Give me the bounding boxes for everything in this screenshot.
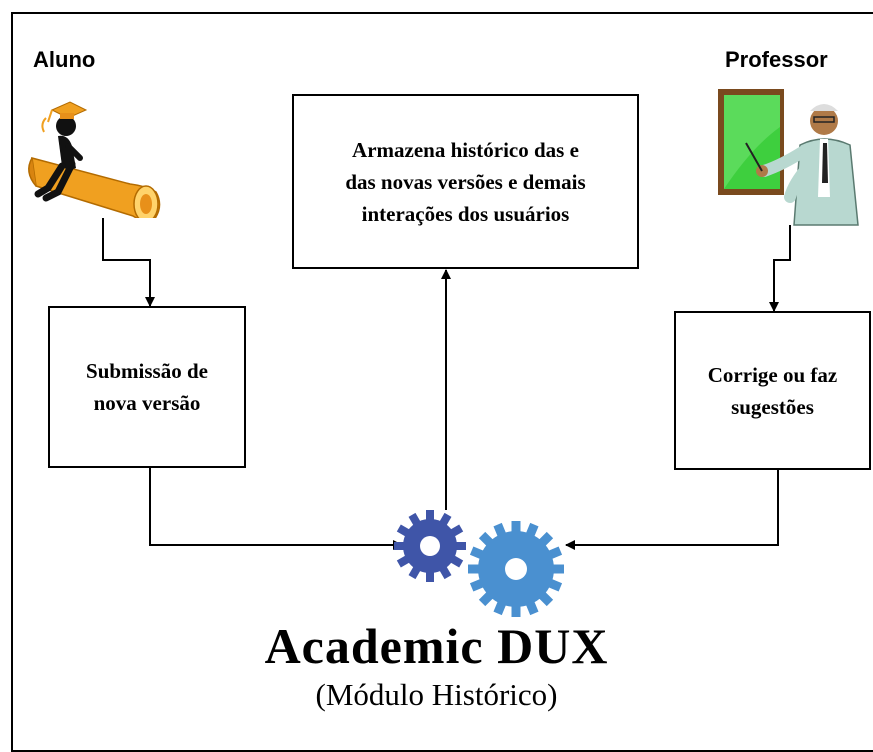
system-title: Academic DUX xyxy=(264,618,609,674)
gear-tooth xyxy=(511,603,521,617)
system-subtitle: (Módulo Histórico) xyxy=(315,677,558,712)
arrow-student-to-submission xyxy=(102,218,155,307)
storage-history-line-1: Armazena histórico das e xyxy=(352,137,579,162)
correction-line-2: sugestões xyxy=(731,394,814,419)
gears-icon xyxy=(394,510,564,617)
arrow-teacher-to-correction xyxy=(769,225,791,312)
submission-box: Submissão de nova versão xyxy=(48,306,246,468)
teacher-at-board-icon xyxy=(718,89,859,226)
large-gear-icon xyxy=(468,521,564,617)
small-gear-icon xyxy=(394,510,466,582)
submission-line-1: Submissão de xyxy=(86,359,208,383)
gear-tooth xyxy=(426,569,434,582)
teacher-label: Professor xyxy=(725,47,828,72)
storage-history-line-3: interações dos usuários xyxy=(361,201,570,226)
student-label: Aluno xyxy=(33,47,96,72)
gear-tooth xyxy=(426,510,434,523)
submission-line-2: nova versão xyxy=(93,391,201,415)
correction-box: Corrige ou faz sugestões xyxy=(674,311,871,470)
student-on-diploma-icon xyxy=(28,101,161,218)
gear-tooth xyxy=(511,521,521,535)
storage-history-box: Armazena histórico das e das novas versõ… xyxy=(292,94,639,269)
correction-line-1: Corrige ou faz xyxy=(707,362,838,387)
arrow-correction-to-gears xyxy=(565,470,779,550)
arrow-submission-to-gears xyxy=(149,468,403,550)
storage-history-line-2: das novas versões e demais xyxy=(345,169,586,194)
